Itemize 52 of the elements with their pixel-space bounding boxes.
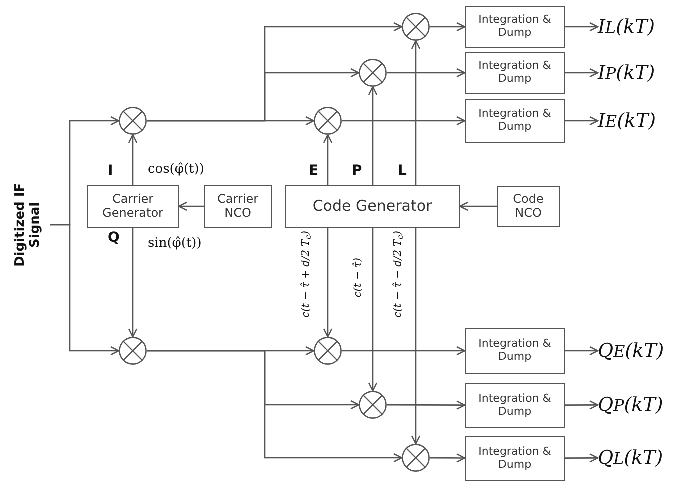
mixer-symbol — [359, 391, 387, 419]
arrow — [565, 116, 599, 126]
input-signal-label: Digitized IF Signal — [14, 168, 50, 282]
arrow — [430, 22, 466, 32]
mixer-symbol — [314, 337, 342, 365]
arrow — [323, 134, 333, 186]
signal-label: I — [108, 163, 114, 179]
arrow — [147, 350, 403, 463]
process-box: Integration & Dump — [465, 383, 565, 428]
mixer-symbol — [402, 13, 430, 41]
arrow — [368, 86, 378, 186]
arrow — [178, 202, 204, 212]
process-box: Integration & Dump — [465, 328, 565, 374]
arrow — [387, 400, 466, 410]
signal-label: sin(φ̂(t)) — [148, 236, 202, 251]
process-box: Code Generator — [285, 185, 460, 228]
process-box: Code NCO — [497, 186, 560, 227]
process-box: Integration & Dump — [465, 436, 565, 481]
signal-label: cos(φ̂(t)) — [148, 162, 204, 177]
arrow — [342, 116, 466, 126]
arrow — [128, 228, 138, 338]
signal-label: P — [352, 163, 362, 179]
process-box: Carrier NCO — [204, 185, 272, 228]
arrow — [411, 227, 421, 445]
arrow — [565, 454, 599, 463]
arrow — [147, 22, 403, 122]
arrow — [128, 134, 138, 185]
arrow — [565, 400, 599, 410]
arrow — [565, 346, 599, 356]
signal-label: Q — [108, 230, 120, 246]
signal-label: E — [309, 163, 319, 179]
arrow — [323, 227, 333, 338]
mixer-symbol — [119, 337, 147, 365]
arrow — [387, 68, 466, 78]
arrow — [411, 40, 421, 186]
arrow — [368, 227, 378, 392]
arrow — [50, 224, 120, 356]
arrow — [430, 454, 466, 463]
mixer-symbol — [314, 107, 342, 135]
process-box: Integration & Dump — [465, 6, 565, 48]
process-box: Integration & Dump — [465, 99, 565, 143]
mixer-symbol — [402, 444, 430, 472]
mixer-symbol — [359, 59, 387, 87]
mixer-symbol — [119, 107, 147, 135]
arrow — [459, 202, 497, 212]
process-box: Integration & Dump — [465, 52, 565, 94]
signal-label: L — [398, 163, 407, 179]
process-box: Carrier Generator — [87, 185, 179, 228]
arrow — [565, 22, 599, 32]
signal-label: c(t − τ̂) — [352, 258, 364, 298]
arrow — [342, 346, 466, 356]
arrow — [565, 68, 599, 78]
